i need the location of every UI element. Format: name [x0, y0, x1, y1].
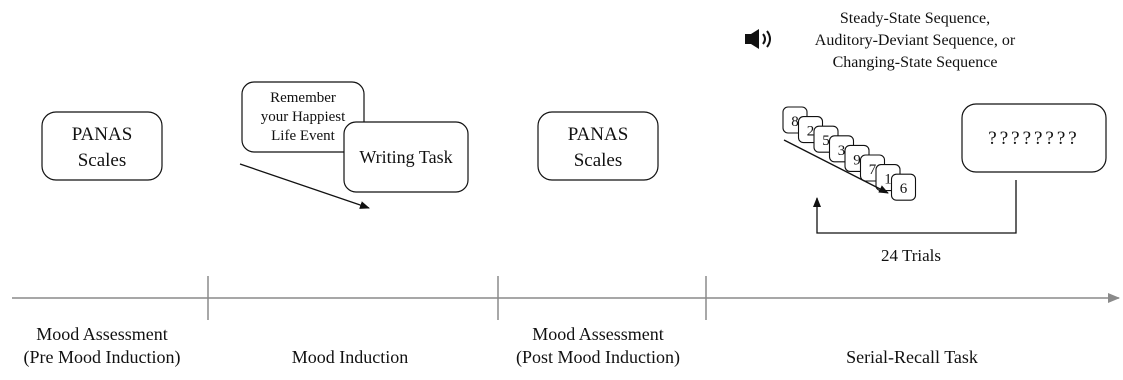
- phase-label-pre-line-1: Mood Assessment: [36, 324, 168, 344]
- mood-assessment-pre: PANAS Scales: [41, 111, 163, 181]
- phase-label-induction: Mood Induction: [292, 347, 409, 367]
- happiest-event-line-2: your Happiest: [261, 109, 346, 125]
- panas-box-post-line-2: Scales: [574, 150, 623, 171]
- phase-label-pre-line-2: (Pre Mood Induction): [24, 347, 181, 368]
- panas-box-post: [537, 111, 659, 181]
- happiest-event-line-3: Life Event: [271, 128, 336, 144]
- trial-loop-arrow: [813, 180, 1017, 234]
- digit-card-value: 6: [900, 181, 908, 197]
- digit-card-value: 1: [884, 172, 892, 188]
- condition-line-3: Changing-State Sequence: [833, 54, 998, 71]
- writing-task-card: [343, 121, 469, 193]
- digit-card-frame: [890, 173, 917, 201]
- panas-box-pre-line-1: PANAS: [72, 124, 133, 145]
- phase-label-post-line-1: Mood Assessment: [532, 324, 664, 344]
- digit-card-value: 2: [807, 124, 815, 140]
- happiest-event-line-1: Remember: [270, 90, 336, 106]
- condition-line-2: Auditory-Deviant Sequence, or: [815, 32, 1016, 49]
- panas-box-pre-line-2: Scales: [78, 150, 127, 171]
- trial-count-label: 24 Trials: [881, 246, 941, 265]
- recall-box: [961, 103, 1107, 173]
- condition-line-1: Steady-State Sequence,: [840, 10, 990, 27]
- digit-card: 6: [890, 173, 917, 201]
- panas-box-pre: [41, 111, 163, 181]
- phase-label-post-line-2: (Post Mood Induction): [516, 347, 680, 368]
- digit-card-value: 5: [822, 133, 830, 149]
- mood-induction: Remember your Happiest Life Event Writin…: [239, 81, 469, 209]
- digit-card-value: 9: [853, 152, 861, 168]
- serial-recall-task: Steady-State Sequence, Auditory-Deviant …: [745, 10, 1107, 265]
- mood-induction-arrow: [239, 163, 370, 209]
- happiest-event-card: [241, 81, 365, 153]
- digit-card-value: 8: [791, 114, 799, 130]
- speaker-icon: [745, 29, 771, 49]
- timeline: Mood Assessment (Pre Mood Induction) Moo…: [12, 276, 1120, 368]
- digit-card-value: 7: [869, 162, 877, 178]
- writing-task-label: Writing Task: [359, 147, 452, 167]
- panas-box-post-line-1: PANAS: [568, 124, 629, 145]
- recall-prompt: ????????: [988, 128, 1079, 149]
- digit-presentation-arrow: [783, 139, 889, 194]
- digit-card-value: 3: [838, 143, 846, 159]
- phase-label-serial-recall: Serial-Recall Task: [846, 347, 978, 367]
- mood-assessment-post: PANAS Scales: [537, 111, 659, 181]
